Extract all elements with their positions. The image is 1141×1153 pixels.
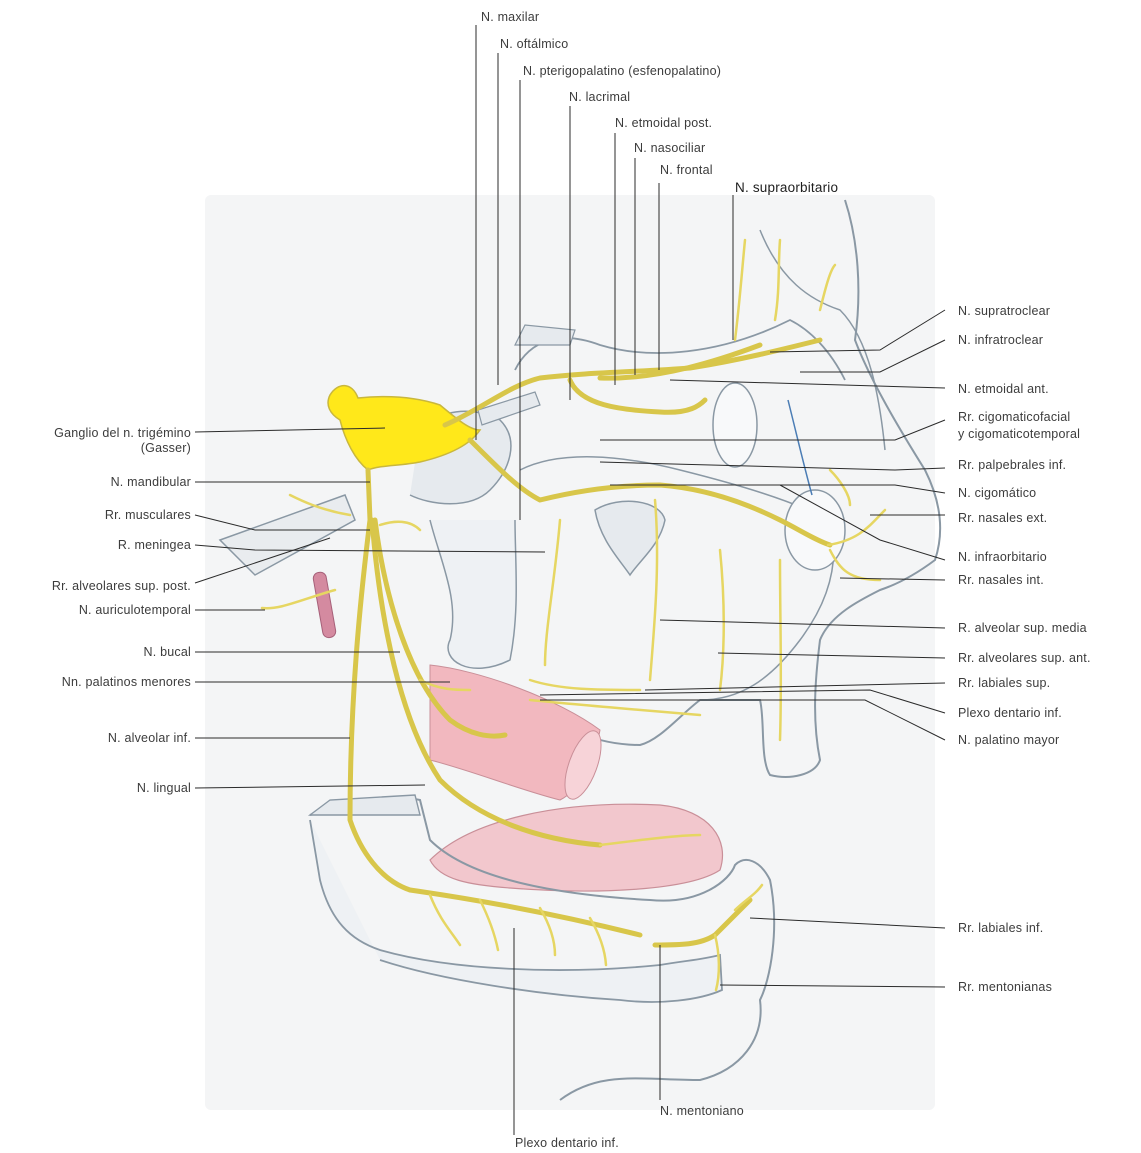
label-n-bucal: N. bucal xyxy=(144,645,191,660)
label-rr-nasales-int: Rr. nasales int. xyxy=(958,573,1044,588)
label-rr-labiales-inf: Rr. labiales inf. xyxy=(958,921,1043,936)
label-rr-alveolares-sup-post: Rr. alveolares sup. post. xyxy=(52,579,191,594)
label-ganglio-trigemino: Ganglio del n. trigémino (Gasser) xyxy=(54,426,191,456)
label-rr-nasales-ext: Rr. nasales ext. xyxy=(958,511,1047,526)
label-n-auriculotemporal: N. auriculotemporal xyxy=(79,603,191,618)
label-n-mandibular: N. mandibular xyxy=(111,475,191,490)
label-nn-palatinos-menores: Nn. palatinos menores xyxy=(62,675,191,690)
label-plexo-dentario-inf-bottom: Plexo dentario inf. xyxy=(515,1136,619,1151)
label-rr-cigomaticofacial: Rr. cigomaticofacial xyxy=(958,410,1070,425)
label-rr-mentonianas: Rr. mentonianas xyxy=(958,980,1052,995)
label-rr-musculares: Rr. musculares xyxy=(105,508,191,523)
label-ganglio-line2: (Gasser) xyxy=(54,441,191,456)
label-ganglio-line1: Ganglio del n. trigémino xyxy=(54,426,191,441)
label-n-maxilar: N. maxilar xyxy=(481,10,539,25)
label-n-pterigopalatino: N. pterigopalatino (esfenopalatino) xyxy=(523,64,721,79)
label-n-oftalmico: N. oftálmico xyxy=(500,37,568,52)
label-n-palatino-mayor: N. palatino mayor xyxy=(958,733,1059,748)
label-n-infratroclear: N. infratroclear xyxy=(958,333,1043,348)
label-plexo-dentario-inf-right: Plexo dentario inf. xyxy=(958,706,1062,721)
label-n-infraorbitario: N. infraorbitario xyxy=(958,550,1047,565)
label-r-alveolar-sup-media: R. alveolar sup. media xyxy=(958,621,1087,636)
label-n-nasociliar: N. nasociliar xyxy=(634,141,705,156)
label-n-supratroclear: N. supratroclear xyxy=(958,304,1050,319)
label-n-alveolar-inf: N. alveolar inf. xyxy=(108,731,191,746)
label-rr-cigomaticotemporal: y cigomaticotemporal xyxy=(958,427,1080,442)
label-n-etmoidal-post: N. etmoidal post. xyxy=(615,116,712,131)
label-rr-labiales-sup: Rr. labiales sup. xyxy=(958,676,1050,691)
label-r-meningea: R. meningea xyxy=(118,538,191,553)
label-n-lingual: N. lingual xyxy=(137,781,191,796)
label-n-mentoniano: N. mentoniano xyxy=(660,1104,744,1119)
label-n-supraorbitario: N. supraorbitario xyxy=(735,180,838,195)
orbital-canal-section xyxy=(713,383,757,467)
mandibular-trunk xyxy=(368,470,370,520)
label-n-frontal: N. frontal xyxy=(660,163,713,178)
label-rr-palpebrales-inf: Rr. palpebrales inf. xyxy=(958,458,1066,473)
label-n-etmoidal-ant: N. etmoidal ant. xyxy=(958,382,1049,397)
label-n-cigomatico: N. cigomático xyxy=(958,486,1036,501)
label-rr-alveolares-sup-ant: Rr. alveolares sup. ant. xyxy=(958,651,1091,666)
label-n-lacrimal: N. lacrimal xyxy=(569,90,630,105)
